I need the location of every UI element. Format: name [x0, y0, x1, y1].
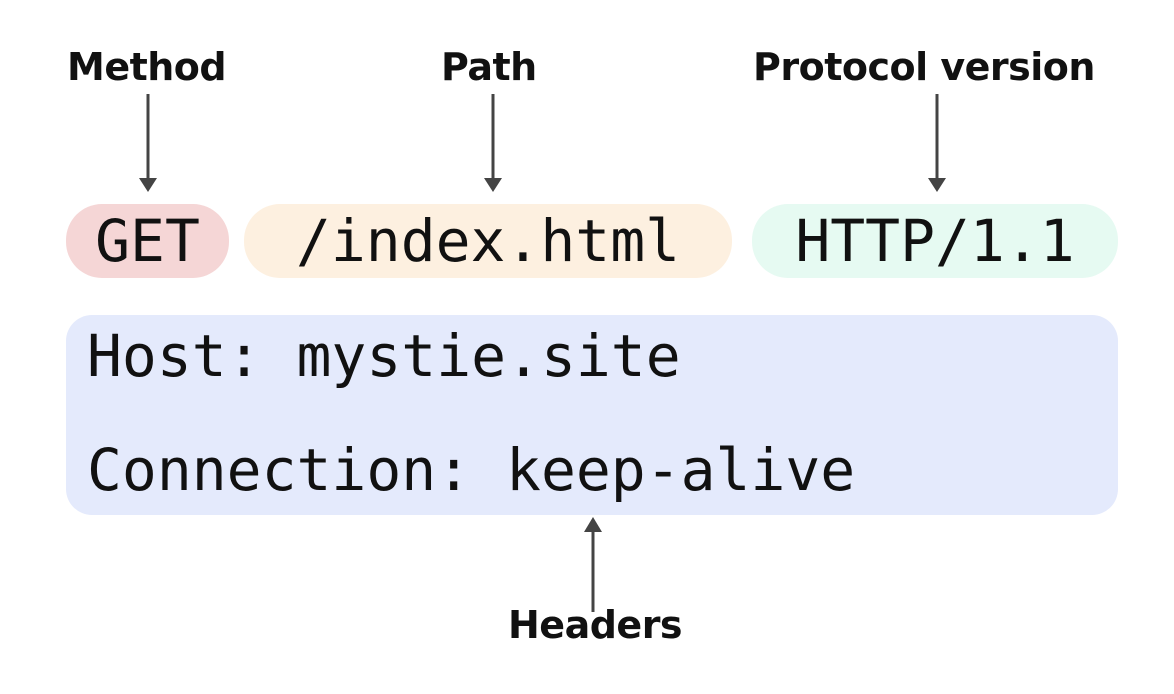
- method-label: Method: [67, 45, 227, 89]
- protocol-version-label: Protocol version: [753, 45, 1095, 89]
- path-arrow: [484, 94, 502, 192]
- path-pill: /index.html: [244, 204, 732, 278]
- method-value: GET: [95, 207, 200, 275]
- protocol-value: HTTP/1.1: [795, 207, 1075, 275]
- method-arrow: [139, 94, 157, 192]
- headers-arrow: [584, 517, 602, 612]
- headers-block: Host: mystie.site Connection: keep-alive: [66, 315, 1118, 515]
- method-pill: GET: [66, 204, 229, 278]
- protocol-arrow: [928, 94, 946, 192]
- path-label: Path: [441, 45, 537, 89]
- path-value: /index.html: [295, 207, 681, 275]
- headers-label: Headers: [508, 603, 683, 647]
- protocol-pill: HTTP/1.1: [752, 204, 1118, 278]
- header-connection: Connection: keep-alive: [87, 436, 856, 504]
- header-host: Host: mystie.site: [87, 322, 681, 390]
